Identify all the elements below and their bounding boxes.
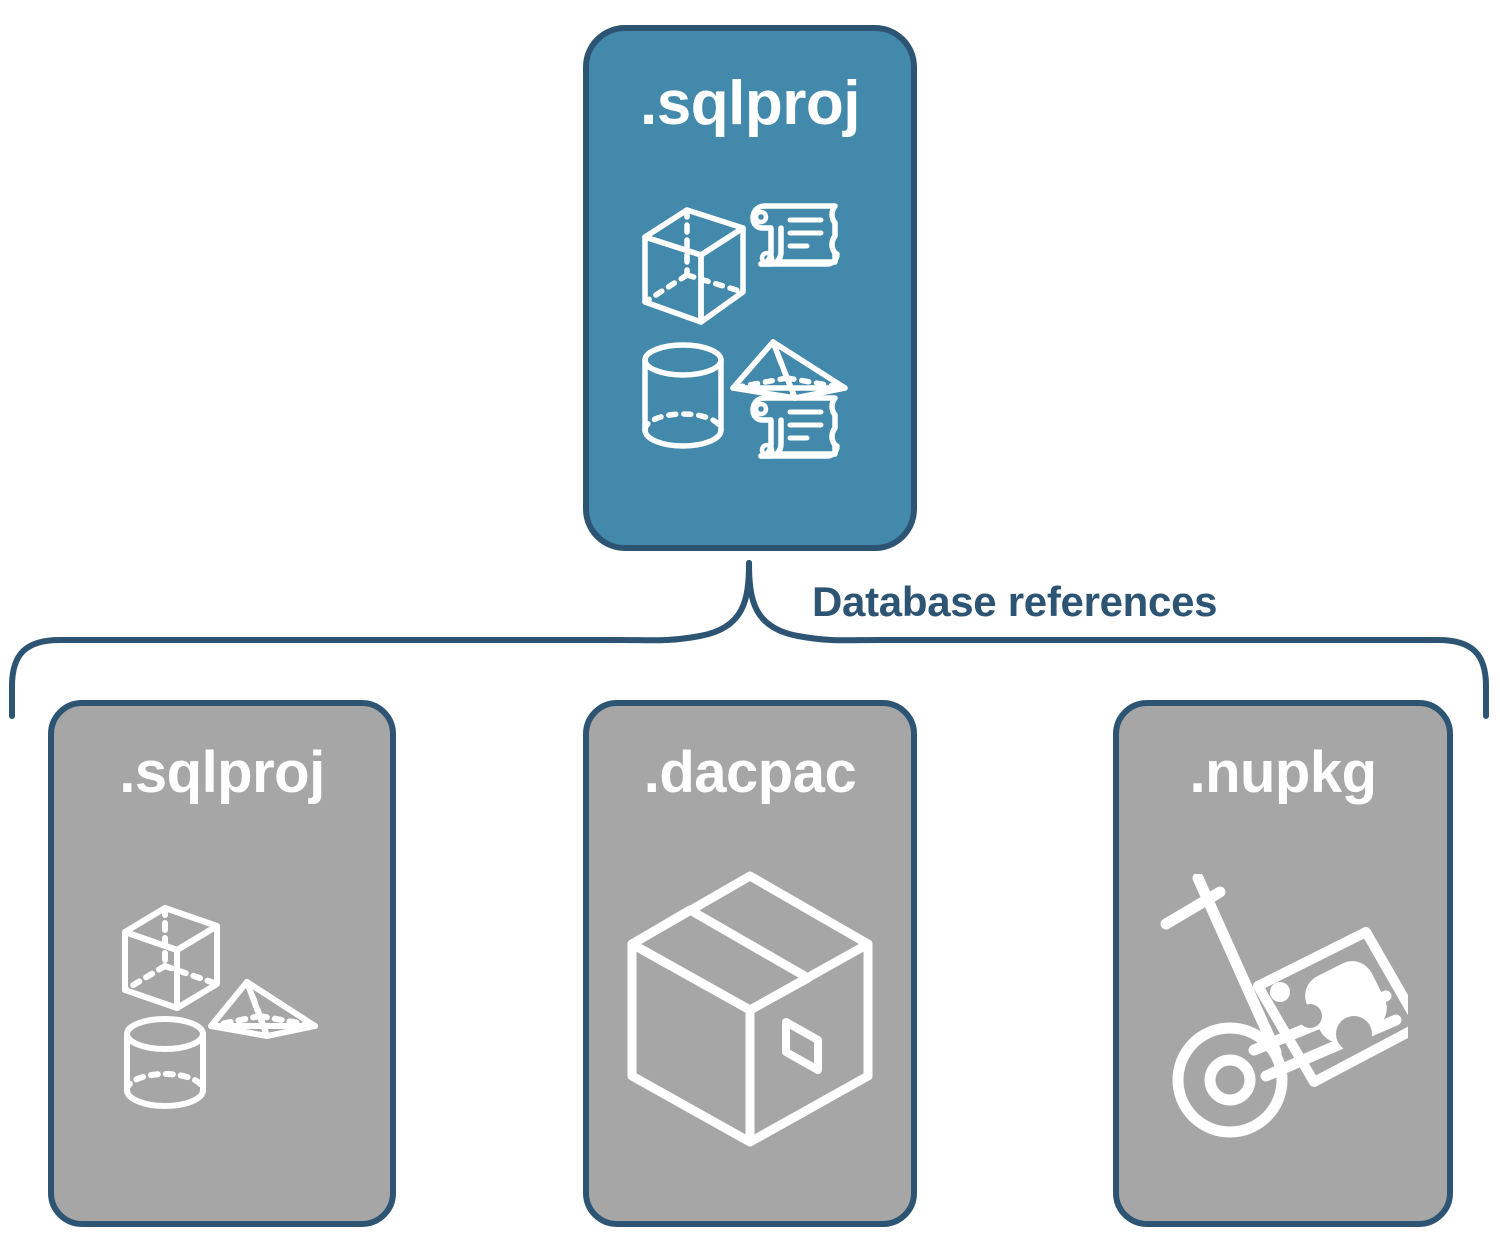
scroll-icon — [750, 203, 840, 267]
cube-icon — [642, 207, 746, 325]
node-child-dacpac[interactable]: .dacpac — [583, 700, 917, 1227]
scroll-icon — [750, 395, 840, 459]
node-child-dacpac-title: .dacpac — [643, 740, 857, 805]
node-child-sqlproj-title: .sqlproj — [119, 740, 325, 805]
node-root-title: .sqlproj — [640, 69, 860, 138]
cylinder-icon — [124, 1015, 206, 1109]
hand-truck-icon — [1160, 873, 1408, 1137]
cylinder-icon — [642, 342, 724, 449]
pyramid-icon — [208, 978, 318, 1039]
node-root-artwork — [589, 129, 911, 545]
package-box-icon — [627, 871, 873, 1146]
node-child-nupkg[interactable]: .nupkg — [1113, 700, 1453, 1227]
node-child-sqlproj[interactable]: .sqlproj — [48, 700, 396, 1227]
cube-icon — [122, 904, 220, 1011]
node-child-nupkg-artwork — [1119, 796, 1447, 1221]
node-child-sqlproj-artwork — [54, 796, 390, 1221]
pyramid-icon — [730, 339, 848, 401]
connector-label-database-references: Database references — [812, 578, 1218, 625]
node-root-sqlproj[interactable]: .sqlproj — [583, 25, 917, 551]
node-child-nupkg-title: .nupkg — [1189, 740, 1377, 805]
node-child-dacpac-artwork — [589, 796, 911, 1221]
